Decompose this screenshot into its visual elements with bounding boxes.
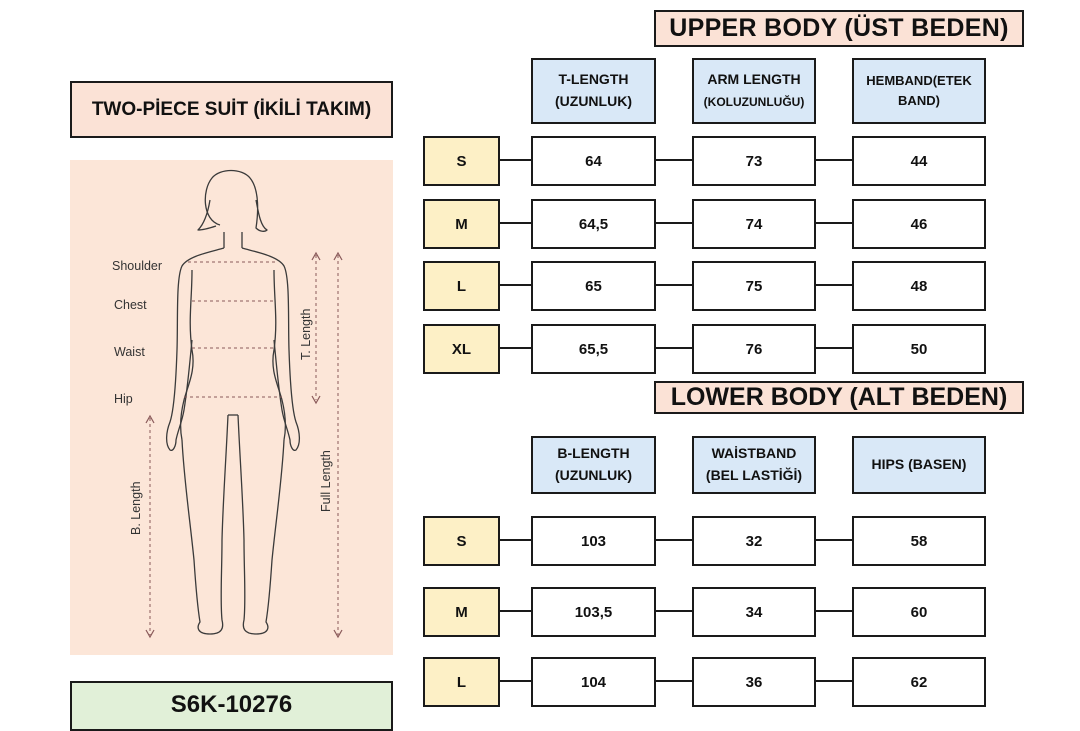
header-line1: B-LENGTH xyxy=(557,445,630,462)
lower-m-waistband: 34 xyxy=(692,587,816,637)
upper-size-l: L xyxy=(423,261,500,311)
header-line2: (BEL LASTİĞİ) xyxy=(705,467,803,483)
t-length-label: T. Length xyxy=(299,309,313,360)
upper-l-hemband: 48 xyxy=(852,261,986,311)
upper-m-hemband: 46 xyxy=(852,199,986,249)
header-line2: (KOLUZUNLUĞU) xyxy=(703,95,805,109)
waist-label: Waist xyxy=(114,345,145,359)
lower-body-title: LOWER BODY (ALT BEDEN) xyxy=(654,381,1024,414)
upper-header-t-length: T-LENGTH (UZUNLUK) xyxy=(531,58,656,124)
upper-m-arm-length: 74 xyxy=(692,199,816,249)
lower-m-b-length: 103,5 xyxy=(531,587,656,637)
lower-header-hips: HIPS (BASEN) xyxy=(852,436,986,494)
lower-header-b-length: B-LENGTH (UZUNLUK) xyxy=(531,436,656,494)
upper-l-t-length: 65 xyxy=(531,261,656,311)
upper-header-hemband: HEMBAND(ETEK BAND) xyxy=(852,58,986,124)
upper-size-m: M xyxy=(423,199,500,249)
full-length-label: Full Length xyxy=(319,450,333,512)
header-line2: (UZUNLUK) xyxy=(555,467,632,483)
lower-size-m: M xyxy=(423,587,500,637)
b-length-label: B. Length xyxy=(129,481,143,535)
body-silhouette-illustration: Shoulder Chest Waist Hip T. Length Full … xyxy=(112,169,343,639)
upper-xl-arm-length: 76 xyxy=(692,324,816,374)
lower-s-hips: 58 xyxy=(852,516,986,566)
upper-s-t-length: 64 xyxy=(531,136,656,186)
lower-l-waistband: 36 xyxy=(692,657,816,707)
two-piece-suit-title: TWO-PİECE SUİT (İKİLİ TAKIM) xyxy=(70,81,393,138)
lower-s-b-length: 103 xyxy=(531,516,656,566)
shoulder-label: Shoulder xyxy=(112,259,162,273)
hip-label: Hip xyxy=(114,392,133,406)
header-line1: ARM LENGTH xyxy=(707,71,801,88)
chest-label: Chest xyxy=(114,298,147,312)
upper-body-title: UPPER BODY (ÜST BEDEN) xyxy=(654,10,1024,47)
upper-size-s: S xyxy=(423,136,500,186)
upper-s-arm-length: 73 xyxy=(692,136,816,186)
header-line1: HIPS (BASEN) xyxy=(871,456,967,473)
lower-s-waistband: 32 xyxy=(692,516,816,566)
lower-header-waistband: WAİSTBAND (BEL LASTİĞİ) xyxy=(692,436,816,494)
upper-s-hemband: 44 xyxy=(852,136,986,186)
lower-size-s: S xyxy=(423,516,500,566)
upper-size-xl: XL xyxy=(423,324,500,374)
product-code: S6K-10276 xyxy=(70,681,393,731)
upper-xl-t-length: 65,5 xyxy=(531,324,656,374)
upper-xl-hemband: 50 xyxy=(852,324,986,374)
upper-l-arm-length: 75 xyxy=(692,261,816,311)
body-measurement-figure: Shoulder Chest Waist Hip T. Length Full … xyxy=(70,160,393,655)
upper-m-t-length: 64,5 xyxy=(531,199,656,249)
lower-m-hips: 60 xyxy=(852,587,986,637)
lower-l-hips: 62 xyxy=(852,657,986,707)
upper-header-arm-length: ARM LENGTH (KOLUZUNLUĞU) xyxy=(692,58,816,124)
header-line1: T-LENGTH xyxy=(558,71,629,88)
header-line1: WAİSTBAND xyxy=(711,445,797,462)
lower-l-b-length: 104 xyxy=(531,657,656,707)
lower-size-l: L xyxy=(423,657,500,707)
header-line2: BAND) xyxy=(898,93,940,108)
header-line1: HEMBAND(ETEK xyxy=(866,72,972,88)
header-line2: (UZUNLUK) xyxy=(555,93,632,109)
